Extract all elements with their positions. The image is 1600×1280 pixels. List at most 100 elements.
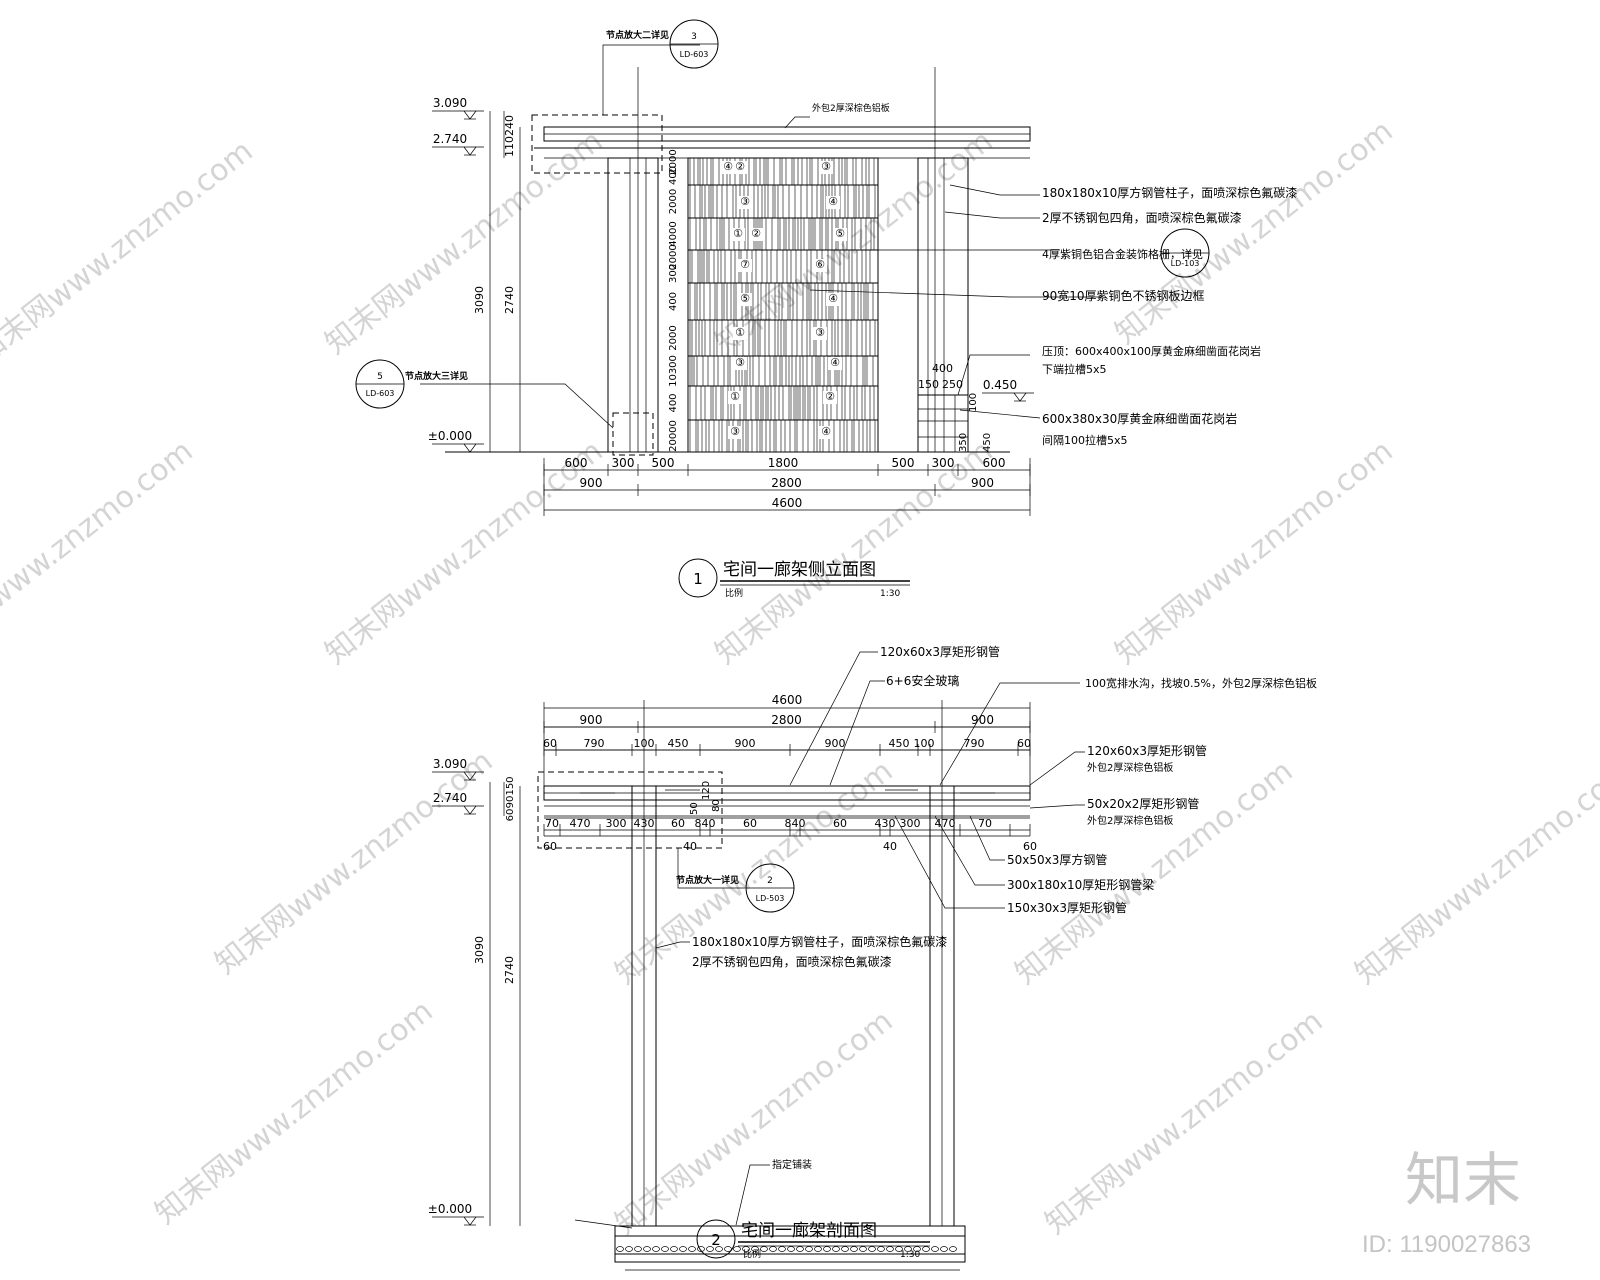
dimension-label: 70 [978,817,992,830]
elev-sdim-3: 100 [968,393,979,412]
elev-callout-6: 下端拉槽5x5 [1042,362,1107,376]
gravel-stone [922,1246,930,1252]
elev-sdim-4: 450 [982,433,993,452]
dimension-label: 900 [971,476,994,490]
column-dimension: 2000 [668,149,679,174]
panel-mark: ③ [740,195,750,208]
elev-vdim-2: 110240 [503,115,516,157]
sect-small-2: 80 [711,799,722,812]
gravel-stone [805,1246,813,1252]
elev-callout-8: 间隔100拉槽5x5 [1042,433,1128,447]
sect-callout-7: 50x50x3厚方钢管 [1007,852,1107,867]
sect-callout-5: 50x20x2厚矩形钢管 [1087,796,1199,811]
dimension-total: 4600 [772,693,803,707]
elev-sdim-0: 400 [932,362,953,375]
gravel-stone [733,1246,741,1252]
gravel-stone [661,1246,669,1252]
elev-tag-sheet-2: LD-103 [1171,259,1200,268]
dimension-label: 900 [580,713,603,727]
elev-title: 宅间一廊架侧立面图 [723,560,876,580]
gravel-stone [850,1246,858,1252]
dimension-label: 70 [545,817,559,830]
elev-callout-4: 90宽10厚紫铜色不锈钢板边框 [1042,288,1205,303]
gravel-stone [913,1246,921,1252]
sect-callout-10: 180x180x10厚方钢管柱子，面喷深棕色氟碳漆 [692,934,947,949]
gravel-stone [724,1246,732,1252]
elev-vdim-0: 3090 [473,286,486,314]
panel-mark: ③ [815,326,825,339]
dimension-label: 60 [1017,737,1031,750]
level-marker: ±0.000 [428,1202,472,1216]
gravel-stone [688,1246,696,1252]
panel-mark: ② [825,390,835,403]
id-label: ID: 1190027863 [1362,1231,1531,1258]
sect-title-num: 2 [711,1231,721,1249]
gravel-stone [751,1246,759,1252]
elev-sdim-5: 350 [958,433,969,452]
elev-callout-0: 外包2厚深棕色铝板 [812,102,890,114]
level-marker: 3.090 [433,757,467,771]
dimension-label: 840 [785,817,806,830]
dimension-label: 60 [543,737,557,750]
gravel-stone [697,1246,705,1252]
sect-scale-label: 比例 [743,1248,761,1260]
sect-vdim-3: 90 [505,796,516,809]
elev-callout-5: 压顶：600x400x100厚黄金麻细凿面花岗岩 [1042,344,1261,358]
dimension-label: 900 [971,713,994,727]
dimension-label: 2800 [771,713,802,727]
elev-tag-label-1: 节点放大三详见 [405,370,468,382]
dimension-label: 600 [983,456,1006,470]
sect-vdim-2: 60 [505,809,516,822]
gravel-stone [625,1246,633,1252]
dimension-label: 790 [584,737,605,750]
panel-mark: ③ [735,356,745,369]
level-marker: 3.090 [433,96,467,110]
sect-tag-num: 2 [767,876,773,886]
elev-callout-2: 2厚不锈钢包四角，面喷深棕色氟碳漆 [1042,210,1242,225]
sect-small-1: 120 [701,781,712,800]
dimension-label: 40 [883,840,897,853]
elev-tag-num-1: 5 [377,372,383,382]
panel-mark: ① [733,227,743,240]
column-dimension: 10300 [668,355,679,387]
sect-title: 宅间一廊架剖面图 [741,1221,877,1241]
panel-mark: ② [751,227,761,240]
elev-scale-label: 比例 [725,587,743,599]
watermark-text: 知末网www.znzmo.com [609,1004,900,1242]
gravel-stone [634,1246,642,1252]
gravel-stone [769,1246,777,1252]
gravel-stone [859,1246,867,1252]
dimension-label: 600 [565,456,588,470]
watermark-text: 知末网www.znzmo.com [319,124,610,362]
panel-mark: ③ [821,160,831,173]
sect-title-circle [696,1219,736,1259]
gravel-stone [715,1246,723,1252]
panel-mark: ⑤ [835,227,845,240]
gravel-stone [616,1246,624,1252]
dimension-label: 100 [914,737,935,750]
elev-scale: 1:30 [880,589,900,599]
gravel-stone [670,1246,678,1252]
gravel-stone [877,1246,885,1252]
elev-callout-7: 600x380x30厚黄金麻细凿面花岗岩 [1042,411,1237,426]
dimension-label: 60 [671,817,685,830]
gravel-stone [841,1246,849,1252]
watermark-text: 知末网www.znzmo.com [709,124,1000,362]
dimension-label: 470 [935,817,956,830]
text-labels: 外包2厚深棕色铝板 180x180x10厚方钢管柱子，面喷深棕色氟碳漆 2厚不锈… [355,19,1531,1260]
gravel-stone [652,1246,660,1252]
gravel-stone [742,1246,750,1252]
dimension-label: 60 [543,840,557,853]
elev-tag-sheet-0: LD-603 [680,50,709,59]
dimension-label: 300 [932,456,955,470]
sect-callout-3: 120x60x3厚矩形钢管 [1087,743,1207,758]
sect-tag-sheet: LD-503 [756,894,785,903]
panel-mark: ③ [730,425,740,438]
watermark-text: 知末网www.znzmo.com [709,434,1000,672]
column-dimension: 400 [668,166,679,185]
watermark-text: 知末网www.znzmo.com [0,434,200,672]
